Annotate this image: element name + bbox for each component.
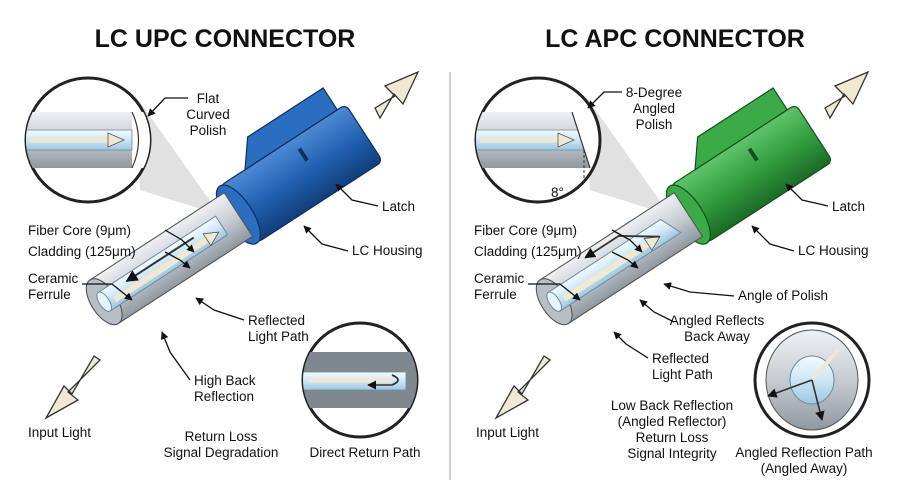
- apc-zoom-circle: 8°: [474, 76, 602, 204]
- apc-labels: 8-Degree Angled Polish Latch LC Housing …: [474, 85, 873, 476]
- apc-angled-reflects-label-1: Angled Reflects: [670, 313, 765, 328]
- apc-connector: [494, 70, 870, 420]
- apc-reflected-label-1: Reflected: [652, 351, 709, 366]
- apc-light-forward-arrow: [643, 236, 661, 251]
- apc-polish-label-2: Angled: [633, 101, 675, 116]
- upc-output-arrow: [374, 70, 420, 120]
- upc-polish-label-2: Curved: [186, 107, 230, 122]
- upc-title: LC UPC CONNECTOR: [95, 25, 356, 53]
- apc-output-arrow: [824, 70, 870, 120]
- upc-zoom-circle: [24, 76, 152, 204]
- apc-angled-path-label-1: Angled Reflection Path: [735, 445, 872, 460]
- apc-ferrule-label-1: Ceramic: [474, 271, 525, 286]
- apc-angled-reflection-arrow: [584, 234, 660, 259]
- upc-latch-slot: [297, 147, 309, 162]
- upc-zoom-cone: [135, 95, 220, 215]
- upc-ferrule-label-2: Ferrule: [28, 287, 71, 302]
- upc-lc-housing-label: LC Housing: [352, 243, 423, 258]
- apc-latch-slot: [747, 147, 759, 162]
- apc-latch: [694, 87, 789, 171]
- apc-fiber-core-label: Fiber Core (9μm): [474, 223, 577, 238]
- apc-input-arrow: [494, 355, 552, 420]
- upc-high-back-label-1: High Back: [194, 373, 256, 388]
- apc-angle-of-polish-label: Angle of Polish: [738, 288, 828, 303]
- upc-cladding-label: Cladding (125μm): [28, 244, 136, 259]
- upc-return-loss-label-2: Signal Degradation: [164, 445, 279, 460]
- upc-direct-return-circle: [301, 321, 419, 439]
- apc-low-back-label-2: (Angled Reflector): [618, 414, 727, 429]
- apc-low-back-label-3: Return Loss: [636, 430, 709, 445]
- apc-input-light-label: Input Light: [476, 425, 539, 440]
- apc-low-back-label-4: Signal Integrity: [627, 446, 717, 461]
- upc-light-forward-arrow: [202, 231, 220, 247]
- upc-back-reflection-arrow: [125, 236, 195, 283]
- apc-zoom-cone: [585, 95, 670, 215]
- apc-low-back-label-1: Low Back Reflection: [611, 398, 733, 413]
- apc-angle-mark: 8°: [551, 185, 564, 200]
- upc-latch: [244, 87, 339, 171]
- upc-polish-label-3: Polish: [190, 123, 227, 138]
- apc-core-end: [546, 291, 563, 312]
- apc-angled-path-label-2: (Angled Away): [761, 461, 848, 476]
- upc-direct-return-label: Direct Return Path: [309, 445, 420, 460]
- apc-latch-label: Latch: [832, 199, 865, 214]
- upc-labels: Flat Curved Polish Latch LC Housing Fibe…: [28, 91, 423, 460]
- upc-core-end: [96, 291, 113, 312]
- upc-input-arrow: [44, 355, 102, 420]
- apc-reflected-label-2: Light Path: [652, 367, 713, 382]
- apc-ferrule-label-2: Ferrule: [474, 287, 517, 302]
- upc-return-loss-label-1: Return Loss: [185, 429, 258, 444]
- upc-fiber-core-label: Fiber Core (9μm): [28, 223, 131, 238]
- apc-angled-reflection-circle: [753, 321, 871, 439]
- apc-polish-label-1: 8-Degree: [626, 85, 682, 100]
- apc-polish-label-3: Polish: [636, 117, 673, 132]
- apc-title: LC APC CONNECTOR: [545, 25, 805, 53]
- apc-angled-reflects-label-2: Back Away: [684, 329, 750, 344]
- apc-cladding-label: Cladding (125μm): [474, 244, 582, 259]
- upc-high-back-label-2: Reflection: [194, 389, 254, 404]
- upc-reflected-label-2: Light Path: [248, 329, 309, 344]
- upc-polish-label-1: Flat: [197, 91, 220, 106]
- apc-lc-housing-label: LC Housing: [798, 243, 869, 258]
- upc-connector: [44, 70, 420, 420]
- upc-ferrule-label-1: Ceramic: [28, 271, 79, 286]
- upc-input-light-label: Input Light: [28, 425, 91, 440]
- upc-reflected-label-1: Reflected: [248, 313, 305, 328]
- upc-latch-label: Latch: [382, 199, 415, 214]
